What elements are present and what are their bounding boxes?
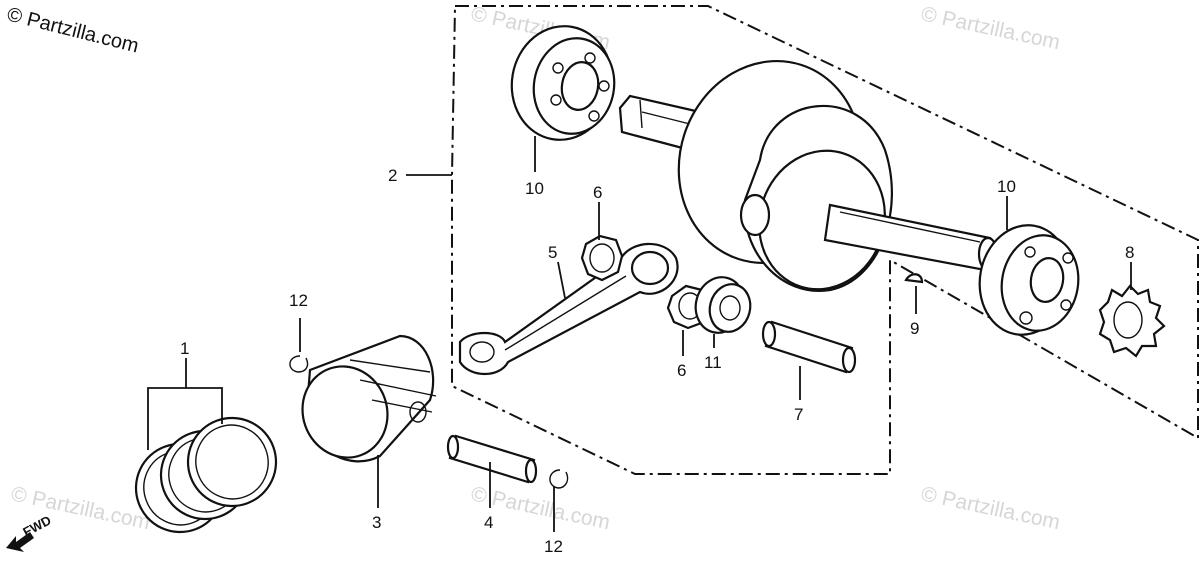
crankshaft — [618, 59, 999, 292]
fwd-label: FWD — [20, 513, 53, 540]
woodruff-key — [904, 273, 924, 284]
callout-12-lower: 12 — [544, 537, 563, 556]
callout-2: 2 — [388, 166, 397, 185]
callout-4: 4 — [484, 513, 493, 532]
piston-pin-clip-upper — [289, 355, 309, 373]
callout-5: 5 — [548, 243, 557, 262]
assembly-outline — [451, 5, 1199, 475]
watermark: © Partzilla.com — [919, 482, 1062, 534]
callout-10-right: 10 — [997, 177, 1016, 196]
leader-lines — [147, 136, 1132, 532]
piston-pin — [446, 434, 538, 484]
callout-10-left: 10 — [525, 179, 544, 198]
timing-gear — [1098, 284, 1166, 358]
callout-11: 11 — [704, 353, 722, 372]
piston-ring-set — [134, 416, 278, 534]
piston — [301, 334, 437, 463]
callout-7: 7 — [794, 405, 803, 424]
callouts: 1 2 3 4 5 6 6 7 8 9 10 10 11 12 12 — [180, 166, 1134, 556]
crank-pin — [761, 320, 857, 374]
callout-1: 1 — [180, 339, 189, 358]
callout-3: 3 — [372, 513, 381, 532]
bearing-left — [510, 25, 616, 141]
fwd-arrow-icon: FWD — [6, 513, 54, 552]
piston-pin-clip-lower — [549, 469, 569, 489]
thrust-washer-upper — [580, 234, 624, 282]
needle-bearing — [694, 276, 752, 334]
callout-6-lower: 6 — [677, 361, 686, 380]
connecting-rod — [458, 242, 679, 375]
callout-6-upper: 6 — [593, 183, 602, 202]
watermark: © Partzilla.com — [919, 2, 1062, 54]
watermark-main: © Partzilla.com — [5, 4, 141, 58]
bearing-right — [978, 224, 1080, 336]
callout-8: 8 — [1125, 243, 1134, 262]
callout-9: 9 — [910, 319, 919, 338]
callout-12-upper: 12 — [289, 291, 308, 310]
